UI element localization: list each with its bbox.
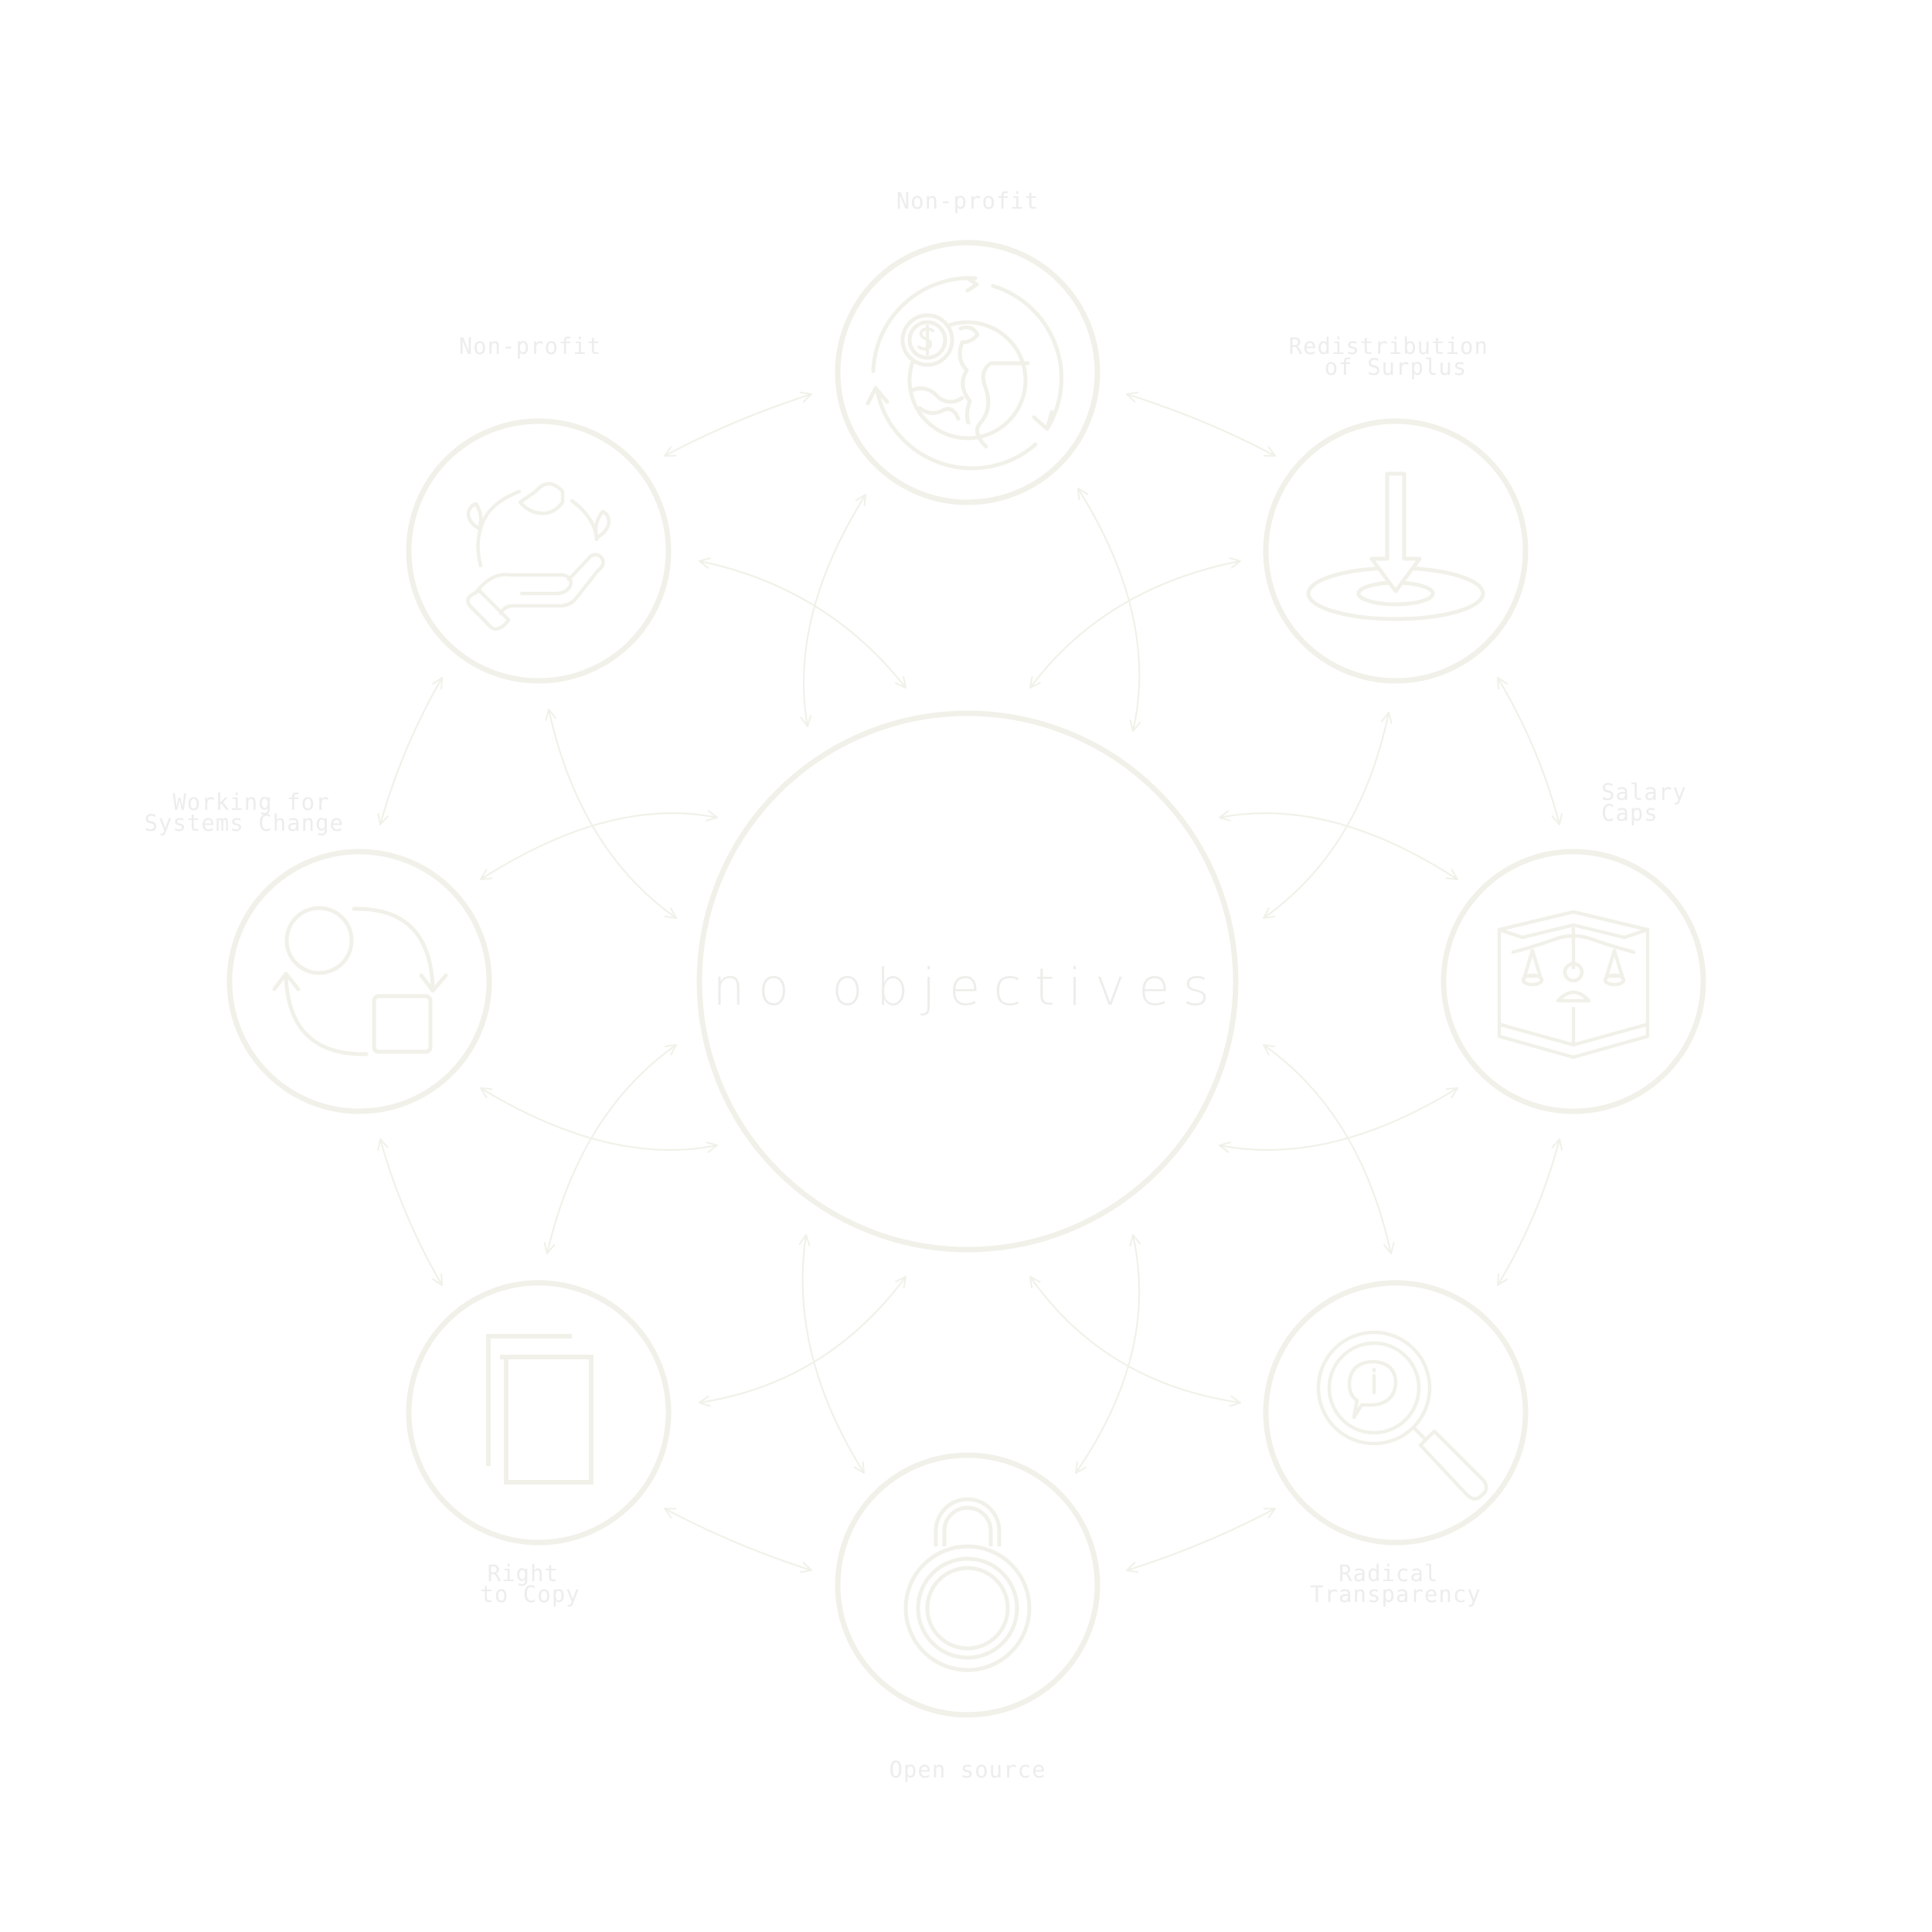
node-left-label-line1: Working for — [172, 789, 329, 815]
node-bottom-right-label: Radical Transparency — [1310, 1560, 1481, 1607]
center-circle — [696, 710, 1239, 1253]
connector-center-topleft-b — [698, 557, 907, 689]
node-left-label-line2: Systems Change — [145, 810, 344, 836]
node-top-left-label: Non-profit — [459, 333, 602, 359]
node-bottom-right[interactable]: Radical Transparency — [1263, 1280, 1529, 1607]
connector-center-left-b — [479, 810, 719, 881]
connector-bottomright-bottom — [1125, 1507, 1277, 1573]
connector-center-bottom-a — [1074, 1233, 1141, 1475]
node-top-left[interactable]: Non-profit — [406, 333, 672, 684]
node-bottom-right-circle — [1263, 1280, 1529, 1546]
node-bottom-left-label-line2: to Copy — [480, 1581, 580, 1607]
node-right-label: Salary Caps — [1601, 779, 1701, 826]
node-right-label-line1: Salary — [1601, 779, 1687, 805]
node-bottom-left-label-line1: Right — [488, 1560, 559, 1587]
node-bottom-left-circle — [406, 1280, 672, 1546]
node-top-right-circle — [1263, 418, 1529, 684]
connector-center-right-b — [1218, 1087, 1459, 1153]
connector-center-bottomright-a — [1262, 1043, 1395, 1255]
connector-center-top-a — [800, 493, 867, 728]
connector-center-topleft-a — [545, 708, 678, 920]
justice-scale-book-icon — [1497, 910, 1650, 1060]
node-bottom[interactable]: Open source — [835, 1452, 1100, 1783]
center-node: no objectives — [696, 710, 1239, 1253]
node-top-left-circle — [406, 418, 672, 684]
center-title: no objectives — [713, 957, 1223, 1017]
magnifier-info-icon — [1316, 1330, 1488, 1501]
node-bottom-label: Open source — [889, 1757, 1046, 1783]
padlock-icon — [903, 1497, 1032, 1672]
node-top-circle — [835, 240, 1100, 505]
node-bottom-circle — [835, 1452, 1100, 1718]
connector-left-topleft — [377, 676, 444, 826]
connector-center-bottomleft-a — [698, 1275, 907, 1407]
node-left-circle — [226, 849, 492, 1114]
node-bottom-right-label-line2: Transparency — [1310, 1581, 1481, 1607]
connector-center-left-a — [479, 1087, 719, 1153]
node-right-label-line2: Caps — [1601, 800, 1658, 826]
node-top-label-line1: Non-profit — [896, 188, 1039, 214]
node-right-circle — [1440, 849, 1706, 1114]
ripple-down-arrow-icon — [1306, 471, 1485, 621]
node-top-left-label-line1: Non-profit — [459, 333, 602, 359]
node-top-right-label-line2: of Surplus — [1325, 354, 1468, 380]
node-bottom-label-line1: Open source — [889, 1757, 1046, 1783]
copy-documents-icon — [486, 1334, 594, 1485]
globe-money-cycle-icon — [866, 276, 1063, 471]
node-top-right-label-line1: Redistribution — [1289, 333, 1488, 359]
connector-center-topright-a — [1029, 557, 1242, 689]
node-bottom-left-label: Right to Copy — [480, 1560, 580, 1607]
connector-bottomleft-left — [377, 1138, 444, 1287]
connector-top-topright — [1125, 391, 1277, 457]
connector-center-right-a — [1218, 810, 1459, 881]
node-bottom-right-label-line1: Radical — [1338, 1560, 1438, 1587]
circle-square-cycle-icon — [272, 906, 448, 1056]
connector-topleft-top — [663, 391, 813, 457]
node-bottom-left[interactable]: Right to Copy — [406, 1280, 672, 1607]
node-left[interactable]: Working for Systems Change — [145, 789, 492, 1114]
node-top-right[interactable]: Redistribution of Surplus — [1263, 333, 1529, 684]
connector-center-bottom-b — [798, 1233, 866, 1475]
connector-center-topright-b — [1262, 711, 1393, 920]
node-top[interactable]: Non-profit — [835, 188, 1100, 505]
connector-arrows — [377, 391, 1563, 1573]
connector-right-bottomright — [1496, 1138, 1563, 1287]
connector-bottom-bottomleft — [663, 1507, 813, 1573]
hand-plant-icon — [466, 481, 611, 631]
node-top-right-label: Redistribution of Surplus — [1289, 333, 1503, 380]
node-top-label: Non-profit — [896, 188, 1039, 214]
node-right[interactable]: Salary Caps — [1440, 779, 1706, 1114]
connector-topright-right — [1496, 676, 1563, 826]
connector-center-top-b — [1077, 487, 1141, 733]
node-left-label: Working for Systems Change — [145, 789, 344, 836]
